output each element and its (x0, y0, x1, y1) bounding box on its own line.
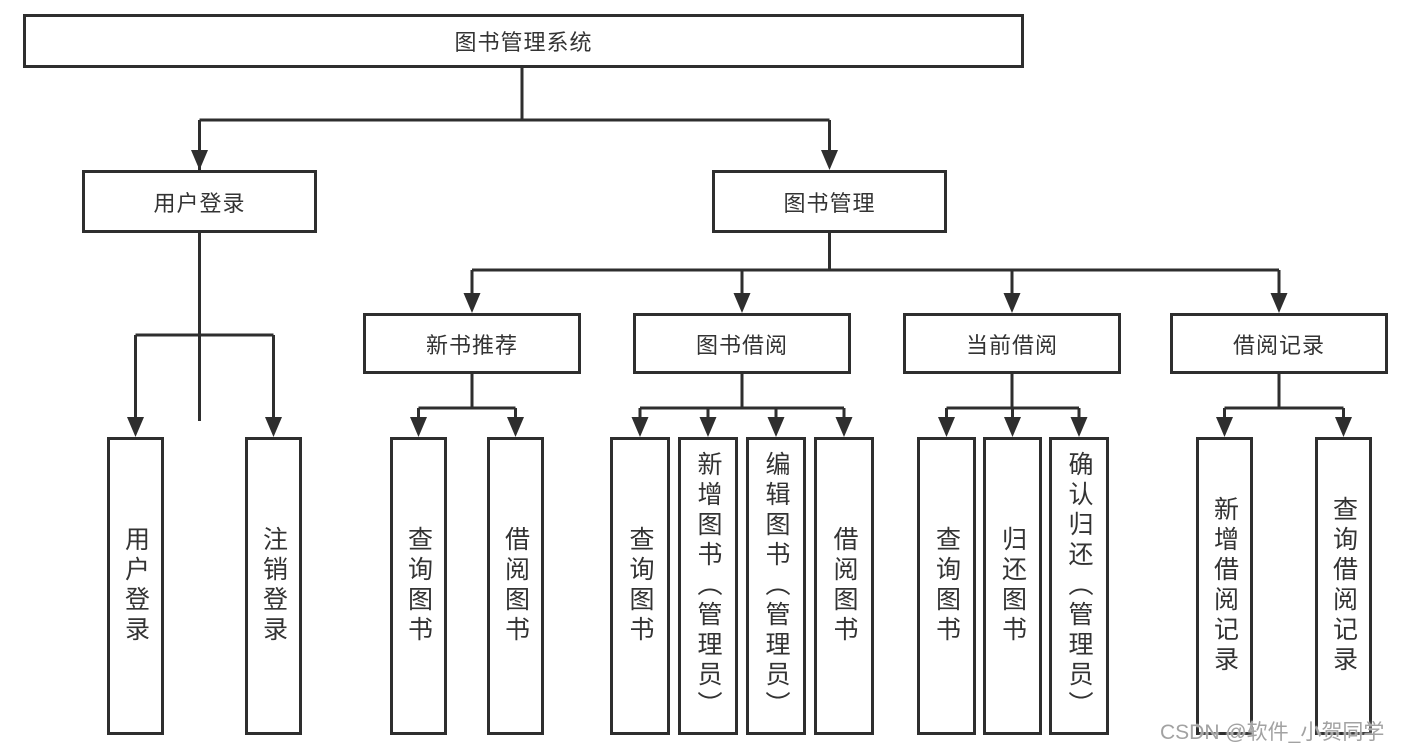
leaf-user-login: 用户登录 (107, 437, 164, 735)
leaf-borrow-query-book: 查询图书 (610, 437, 670, 735)
leaf-return-book: 归还图书 (983, 437, 1042, 735)
node-book-borrow: 图书借阅 (633, 313, 851, 374)
leaf-newbooks-borrow-book: 借阅图书 (487, 437, 544, 735)
leaf-add-borrow-record: 新增借阅记录 (1196, 437, 1253, 735)
node-new-book-recommend: 新书推荐 (363, 313, 581, 374)
watermark: CSDN @软件_小贺同学 (1160, 721, 1385, 744)
leaf-newbooks-query-book: 查询图书 (390, 437, 447, 735)
node-user-login: 用户登录 (82, 170, 317, 233)
node-root-title: 图书管理系统 (23, 14, 1024, 68)
leaf-add-book-admin: 新增图书（管理员） (678, 437, 738, 735)
leaf-confirm-return-admin: 确认归还（管理员） (1049, 437, 1109, 735)
leaf-current-query-book: 查询图书 (917, 437, 976, 735)
leaf-logout: 注销登录 (245, 437, 302, 735)
leaf-borrow-borrow-book: 借阅图书 (814, 437, 874, 735)
leaf-query-borrow-record: 查询借阅记录 (1315, 437, 1372, 735)
node-book-management: 图书管理 (712, 170, 947, 233)
node-borrow-records: 借阅记录 (1170, 313, 1388, 374)
node-current-borrow: 当前借阅 (903, 313, 1121, 374)
leaf-edit-book-admin: 编辑图书（管理员） (746, 437, 806, 735)
